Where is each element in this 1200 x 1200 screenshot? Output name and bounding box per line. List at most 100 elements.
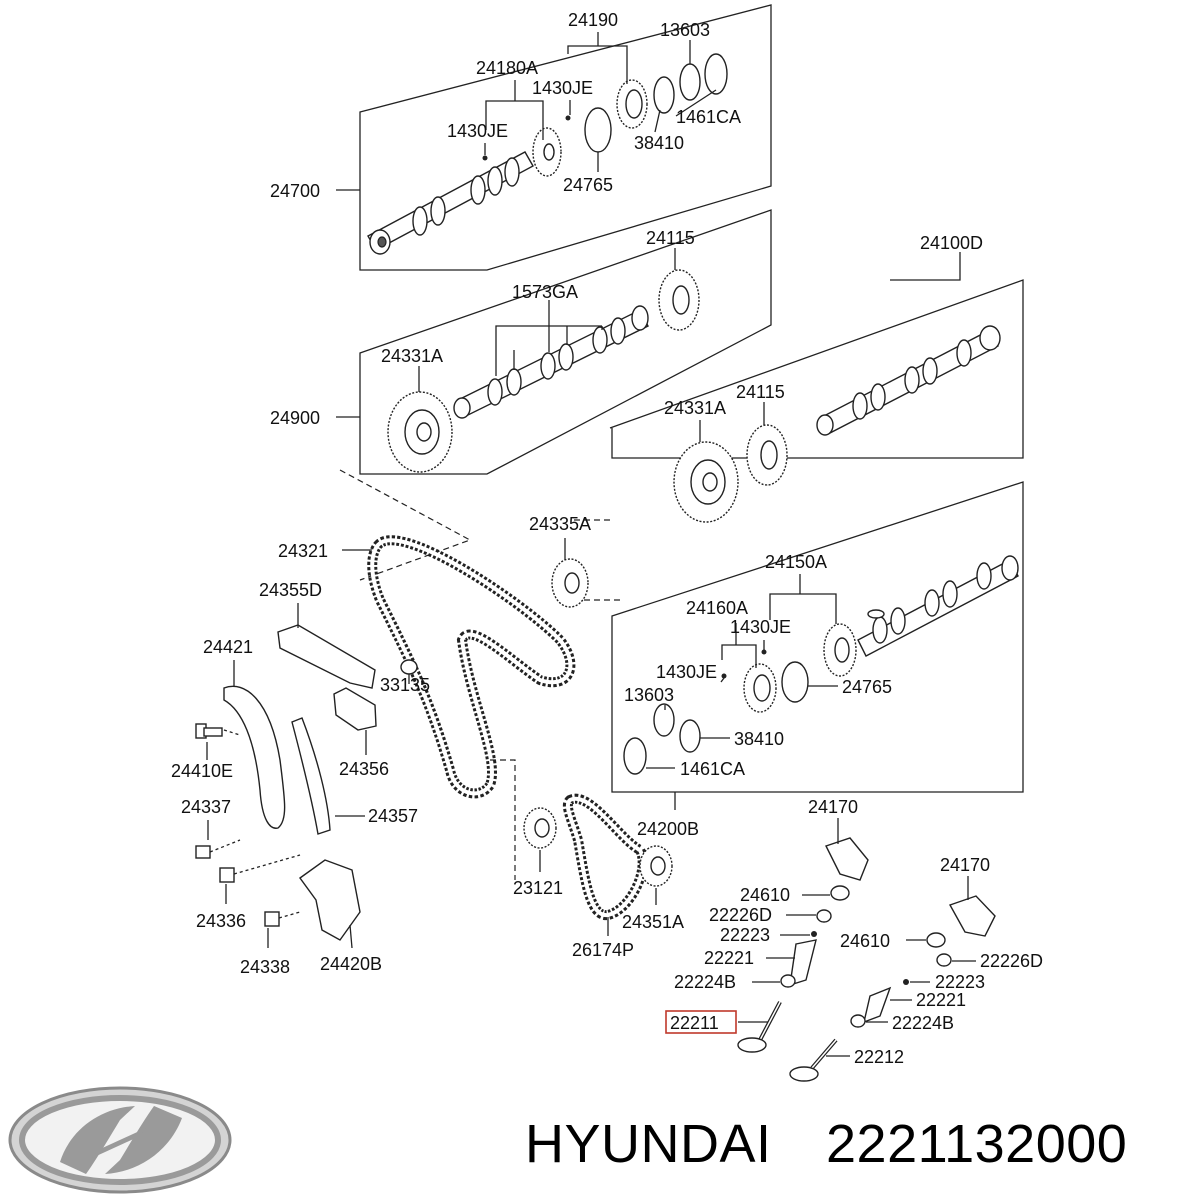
part-label-24331a: 24331A: [664, 398, 726, 418]
valve-train-group: [665, 818, 996, 1082]
valve-22212: [789, 1038, 838, 1082]
part-label-22221: 22221: [704, 948, 754, 968]
bolt-24410E: [195, 723, 223, 739]
part-label-22221: 22221: [916, 990, 966, 1010]
part-label-24765: 24765: [563, 175, 613, 195]
timing-chain-assembly: [195, 469, 673, 949]
sprocket-24160A: [743, 663, 777, 713]
tensioner-24420B: [299, 859, 361, 941]
part-label-24150a: 24150A: [765, 552, 827, 572]
right-camshaft-group: [609, 252, 1024, 459]
part-label-22212: 22212: [854, 1047, 904, 1067]
part-label-13603: 13603: [660, 20, 710, 40]
sprocket-24180A: [532, 127, 562, 177]
part-label-22226d: 22226D: [709, 905, 772, 925]
part-label-22223: 22223: [720, 925, 770, 945]
bolt-33135: [400, 659, 418, 675]
part-label-24100d: 24100D: [920, 233, 983, 253]
ring-13603a: [679, 63, 701, 101]
lower-camshaft: [857, 555, 1019, 657]
ring-24765b: [781, 661, 809, 703]
chain-guide-24356: [333, 687, 377, 731]
valve-cotter-22226Db: [936, 953, 952, 967]
rocker-arm-24170b: [948, 895, 996, 937]
part-label-1430je: 1430JE: [532, 78, 593, 98]
part-label-22226d: 22226D: [980, 951, 1043, 971]
sprocket-24351A: [639, 845, 673, 887]
valve-cotter-22226Da: [816, 909, 832, 923]
part-label-22223: 22223: [935, 972, 985, 992]
sprocket-24150A: [823, 623, 857, 677]
middle-camshaft: [453, 305, 649, 419]
part-label-24160a: 24160A: [686, 598, 748, 618]
part-label-24610: 24610: [740, 885, 790, 905]
part-label-1461ca: 1461CA: [680, 759, 745, 779]
valve-spring-22221b: [863, 986, 892, 1024]
hyundai-logo-icon: [8, 1086, 232, 1194]
part-label-24410e: 24410E: [171, 761, 233, 781]
rocker-arm-24170a: [825, 837, 869, 881]
bolt-24337: [195, 845, 211, 859]
part-label-24170: 24170: [940, 855, 990, 875]
part-label-24336: 24336: [196, 911, 246, 931]
chain-guide-24355D: [277, 624, 376, 689]
lower-right-camshaft-box: [611, 481, 1024, 793]
part-label-26174p: 26174P: [572, 940, 634, 960]
gear-24115b: [746, 424, 788, 486]
sprocket-24190: [616, 79, 648, 129]
part-label-24335a: 24335A: [529, 514, 591, 534]
part-label-24115: 24115: [736, 382, 785, 402]
tensioner-arm-24421: [223, 685, 286, 829]
gear-24115a: [658, 269, 700, 331]
sprocket-24335A: [551, 558, 589, 608]
ring-13603b: [653, 703, 675, 737]
lash-adjuster-24610a: [830, 885, 850, 901]
upper-camshaft-group: [336, 4, 772, 271]
valve-22211: [737, 1001, 782, 1053]
part-label-1430je: 1430JE: [656, 662, 717, 682]
lash-adjuster-24610b: [926, 932, 946, 948]
highlight-box-22211: [665, 1010, 737, 1034]
chain-guide-24357: [291, 717, 331, 835]
part-label-24170: 24170: [808, 797, 858, 817]
caption-part-number: 2221132000: [826, 1114, 1127, 1174]
part-label-24180a: 24180A: [476, 58, 538, 78]
ring-1461CAa: [704, 53, 728, 95]
ring-38410a: [653, 76, 675, 114]
upper-camshaft-box: [359, 4, 772, 271]
part-label-24421: 24421: [203, 637, 253, 657]
part-label-24338: 24338: [240, 957, 290, 977]
part-label-22224b: 22224B: [674, 972, 736, 992]
gear-24331Aa: [387, 391, 453, 473]
ring-38410b: [679, 719, 701, 753]
part-label-23121: 23121: [513, 878, 563, 898]
right-camshaft: [816, 325, 1001, 436]
part-label-1430je: 1430JE: [447, 121, 508, 141]
sprocket-23121: [523, 807, 557, 849]
part-label-13603: 13603: [624, 685, 674, 705]
part-label-1573ga: 1573GA: [512, 282, 578, 302]
spring-seat-22224Ba: [780, 974, 796, 988]
part-label-24900: 24900: [270, 408, 320, 428]
part-label-24355d: 24355D: [259, 580, 322, 600]
gear-24331Ab: [673, 441, 739, 523]
part-label-24420b: 24420B: [320, 954, 382, 974]
part-label-24321: 24321: [278, 541, 328, 561]
spring-seat-22224Bb: [850, 1014, 866, 1028]
part-label-1461ca: 1461CA: [676, 107, 741, 127]
upper-camshaft: [367, 151, 534, 255]
part-label-24331a: 24331A: [381, 346, 443, 366]
part-label-38410: 38410: [734, 729, 784, 749]
part-label-22211: 22211: [670, 1013, 719, 1033]
part-label-24610: 24610: [840, 931, 890, 951]
lower-right-camshaft-group: [611, 402, 1024, 810]
part-label-24356: 24356: [339, 759, 389, 779]
part-label-38410: 38410: [634, 133, 684, 153]
part-label-24700: 24700: [270, 181, 320, 201]
caption-brand: HYUNDAI: [525, 1114, 772, 1174]
part-label-24115: 24115: [646, 228, 695, 248]
part-label-1430je: 1430JE: [730, 617, 791, 637]
